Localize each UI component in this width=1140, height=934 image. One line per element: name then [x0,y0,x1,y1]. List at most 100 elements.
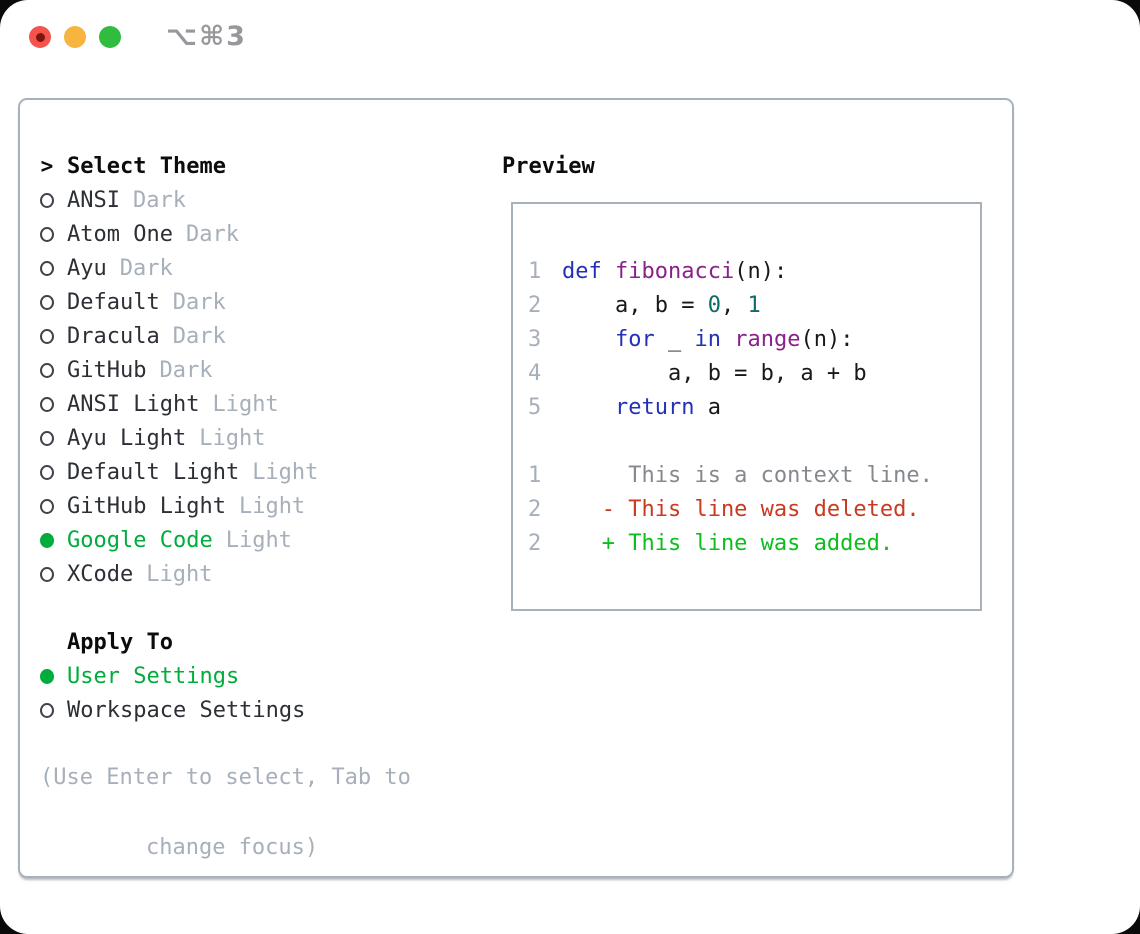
zoom-button[interactable] [99,26,121,48]
radio-icon [40,294,54,310]
code-line: 3 for _ in range(n): [528,322,980,356]
theme-name: Default [67,289,160,315]
theme-variant-badge: Light [252,459,319,485]
theme-name: XCode [67,561,134,587]
theme-name: Ayu Light [67,425,187,451]
theme-list-pane: > Select Theme ANSI Dark Atom One Dark A… [40,149,490,865]
radio-icon [40,566,54,582]
apply-to-list: User Settings Workspace Settings [40,659,490,727]
radio-icon [40,226,54,242]
pointer-icon: > [40,154,54,178]
line-number: 5 [528,394,542,420]
theme-name: Default Light [67,459,240,485]
theme-list-item[interactable]: Ayu Light Light [40,421,490,455]
preview-title: Preview [502,153,595,179]
hint-line-2: change focus) [145,835,319,860]
theme-variant-badge: Dark [119,255,173,281]
theme-list-item[interactable]: Dracula Dark [40,319,490,353]
diff-line-content: + This line was added. [562,530,894,556]
theme-name: Dracula [67,323,160,349]
theme-name: ANSI Light [67,391,200,417]
radio-icon [40,396,54,412]
code-line-content: a, b = b, a + b [562,360,867,386]
blank-line [528,424,980,458]
radio-icon [40,668,54,684]
theme-list-item[interactable]: Default Light Light [40,455,490,489]
theme-variant-badge: Dark [159,357,213,383]
hint-line-1: (Use Enter to select, Tab to [40,765,411,790]
code-line: 2 a, b = 0, 1 [528,288,980,322]
apply-to-header: Apply To [40,625,490,659]
diff-line-content: This is a context line. [562,462,933,488]
close-button[interactable] [29,26,51,48]
theme-name: GitHub Light [67,493,226,519]
line-number: 2 [528,496,542,522]
radio-icon [40,192,54,208]
theme-list-item[interactable]: ANSI Light Light [40,387,490,421]
diff-line: 1 This is a context line. [528,458,980,492]
theme-name: Google Code [67,527,213,553]
theme-list: ANSI Dark Atom One Dark Ayu Dark Default… [40,183,490,591]
radio-icon [40,498,54,514]
window-title: ⌥⌘3 [166,21,247,52]
theme-list-item[interactable]: Atom One Dark [40,217,490,251]
theme-variant-badge: Dark [132,187,186,213]
line-number: 4 [528,360,542,386]
hint-text: (Use Enter to select, Tab to change focu… [40,760,490,865]
theme-variant-badge: Dark [185,221,239,247]
line-number: 2 [528,292,542,318]
radio-icon [40,260,54,276]
theme-list-item[interactable]: Ayu Dark [40,251,490,285]
radio-icon [40,362,54,378]
code-line-content: for _ in range(n): [614,326,854,352]
code-block: 1 def fibonacci(n): 2 a, b = 0, 1 3 for … [528,254,980,424]
minimize-button[interactable] [64,26,86,48]
select-theme-header: > Select Theme [40,149,490,183]
theme-name: Atom One [67,221,173,247]
line-number: 1 [528,258,542,284]
theme-name: GitHub [67,357,147,383]
apply-to-option-label: User Settings [67,663,240,689]
theme-list-item[interactable]: XCode Light [40,557,490,591]
code-line: 5 return a [528,390,980,424]
close-dot-icon [35,32,45,42]
theme-variant-badge: Light [212,391,279,417]
theme-list-item[interactable]: Default Dark [40,285,490,319]
theme-variant-badge: Light [225,527,292,553]
titlebar: ⌥⌘3 [0,0,1140,75]
diff-block: 1 This is a context line. 2 - This line … [528,458,980,560]
theme-variant-badge: Light [146,561,213,587]
diff-line: 2 - This line was deleted. [528,492,980,526]
theme-list-item[interactable]: GitHub Light Light [40,489,490,523]
code-line-content: def fibonacci(n): [562,258,788,284]
theme-variant-badge: Light [238,493,306,519]
theme-list-item[interactable]: Google Code Light [40,523,490,557]
line-number: 3 [528,326,542,352]
theme-variant-badge: Dark [172,323,226,349]
theme-variant-badge: Light [199,425,266,451]
radio-icon [40,464,54,480]
theme-variant-badge: Dark [172,289,226,315]
apply-to-option-label: Workspace Settings [67,697,306,723]
line-number: 1 [528,462,542,488]
code-line-content: return a [614,394,721,420]
theme-selector-panel: > Select Theme ANSI Dark Atom One Dark A… [18,98,1014,878]
preview-box: 1 def fibonacci(n): 2 a, b = 0, 1 3 for … [511,202,982,611]
apply-to-option[interactable]: User Settings [40,659,490,693]
diff-line: 2 + This line was added. [528,526,980,560]
apply-to-title: Apply To [67,629,173,655]
theme-name: ANSI [67,187,120,213]
code-line-content: a, b = 0, 1 [562,292,761,318]
select-theme-title: Select Theme [67,153,226,179]
preview-header: Preview [502,149,595,183]
theme-list-item[interactable]: ANSI Dark [40,183,490,217]
radio-icon [40,702,54,718]
line-number: 2 [528,530,542,556]
apply-to-option[interactable]: Workspace Settings [40,693,490,727]
radio-icon [40,328,54,344]
code-line: 4 a, b = b, a + b [528,356,980,390]
radio-icon [40,430,54,446]
code-line: 1 def fibonacci(n): [528,254,980,288]
theme-list-item[interactable]: GitHub Dark [40,353,490,387]
